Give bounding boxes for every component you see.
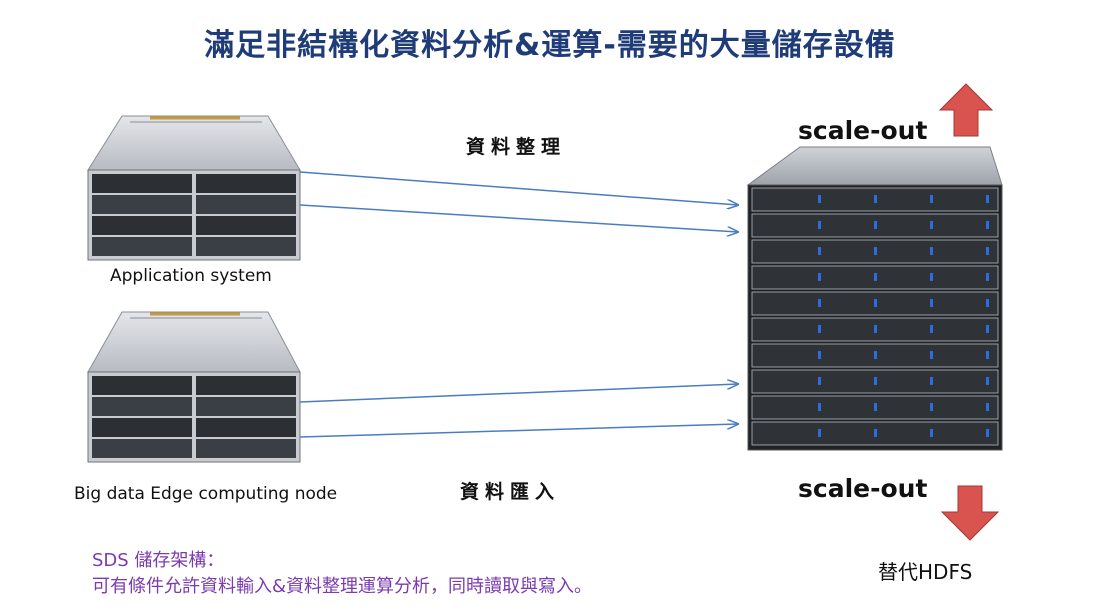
rack-led	[986, 299, 989, 307]
rack-led	[874, 429, 877, 437]
sds-heading: SDS 儲存架構：	[92, 550, 225, 571]
scale-out-top-label: scale-out	[798, 116, 928, 145]
rack-led	[874, 299, 877, 307]
storage-rack-icon	[746, 146, 1003, 451]
application-server-icon	[87, 115, 301, 261]
rack-led	[930, 325, 933, 333]
rack-led	[986, 429, 989, 437]
rack-led	[874, 195, 877, 203]
rack-led	[874, 273, 877, 281]
rack-led	[986, 325, 989, 333]
rack-led	[818, 195, 821, 203]
rack-led	[930, 221, 933, 229]
rack-led	[930, 403, 933, 411]
rack-led	[818, 377, 821, 385]
edge-node-label: Big data Edge computing node	[74, 484, 338, 504]
connector-arrow	[299, 424, 738, 438]
rack-led	[986, 377, 989, 385]
rack-led	[930, 273, 933, 281]
rack-led	[818, 299, 821, 307]
rack-led	[930, 299, 933, 307]
rack-led	[930, 429, 933, 437]
down-arrow-icon	[940, 485, 1000, 541]
rack-led	[986, 403, 989, 411]
rack-led	[818, 403, 821, 411]
rack-led	[930, 195, 933, 203]
rack-led	[874, 221, 877, 229]
sds-description: SDS 儲存架構： 可有條件允許資料輸入&資料整理運算分析，同時讀取與寫入。	[92, 548, 592, 600]
rack-led	[874, 403, 877, 411]
rack-led	[818, 351, 821, 359]
connector-arrow	[299, 204, 738, 232]
scale-out-bottom-label: scale-out	[798, 474, 928, 503]
rack-led	[986, 221, 989, 229]
rack-led	[874, 247, 877, 255]
rack-led	[930, 377, 933, 385]
connector-arrow	[299, 384, 738, 403]
up-arrow-icon	[938, 83, 994, 137]
rack-led	[874, 325, 877, 333]
rack-led	[818, 325, 821, 333]
rack-led	[930, 247, 933, 255]
replace-hdfs-label: 替代HDFS	[878, 560, 973, 584]
rack-led	[818, 273, 821, 281]
rack-led	[986, 247, 989, 255]
page-title: 滿足非結構化資料分析&運算-需要的大量儲存設備	[204, 28, 896, 63]
rack-led	[986, 351, 989, 359]
rack-led	[930, 351, 933, 359]
rack-led	[874, 351, 877, 359]
sds-detail: 可有條件允許資料輸入&資料整理運算分析，同時讀取與寫入。	[92, 576, 593, 597]
data-import-label: 資料匯入	[460, 481, 561, 503]
rack-led	[818, 247, 821, 255]
rack-led	[874, 377, 877, 385]
data-organize-label: 資料整理	[466, 136, 567, 158]
rack-led	[818, 429, 821, 437]
rack-led	[818, 221, 821, 229]
rack-led	[986, 195, 989, 203]
application-system-label: Application system	[110, 266, 272, 286]
connector-arrow	[299, 171, 738, 205]
edge-node-server-icon	[87, 311, 301, 463]
rack-led	[986, 273, 989, 281]
